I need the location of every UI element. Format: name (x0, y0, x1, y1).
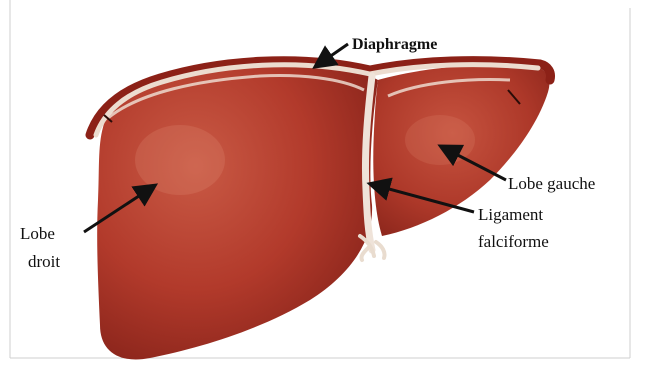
falciform-ligament (365, 76, 372, 250)
label-lobe-gauche: Lobe gauche (508, 174, 595, 193)
right-lobe (97, 62, 378, 360)
label-lobe-droit-line2: droit (28, 252, 60, 271)
label-diaphragme: Diaphragme (352, 35, 437, 54)
right-lobe-highlight (135, 125, 225, 195)
label-ligament-line2: falciforme (478, 232, 549, 251)
label-ligament-line1: Ligament (478, 205, 543, 224)
label-lobe-droit-line1: Lobe (20, 224, 55, 243)
